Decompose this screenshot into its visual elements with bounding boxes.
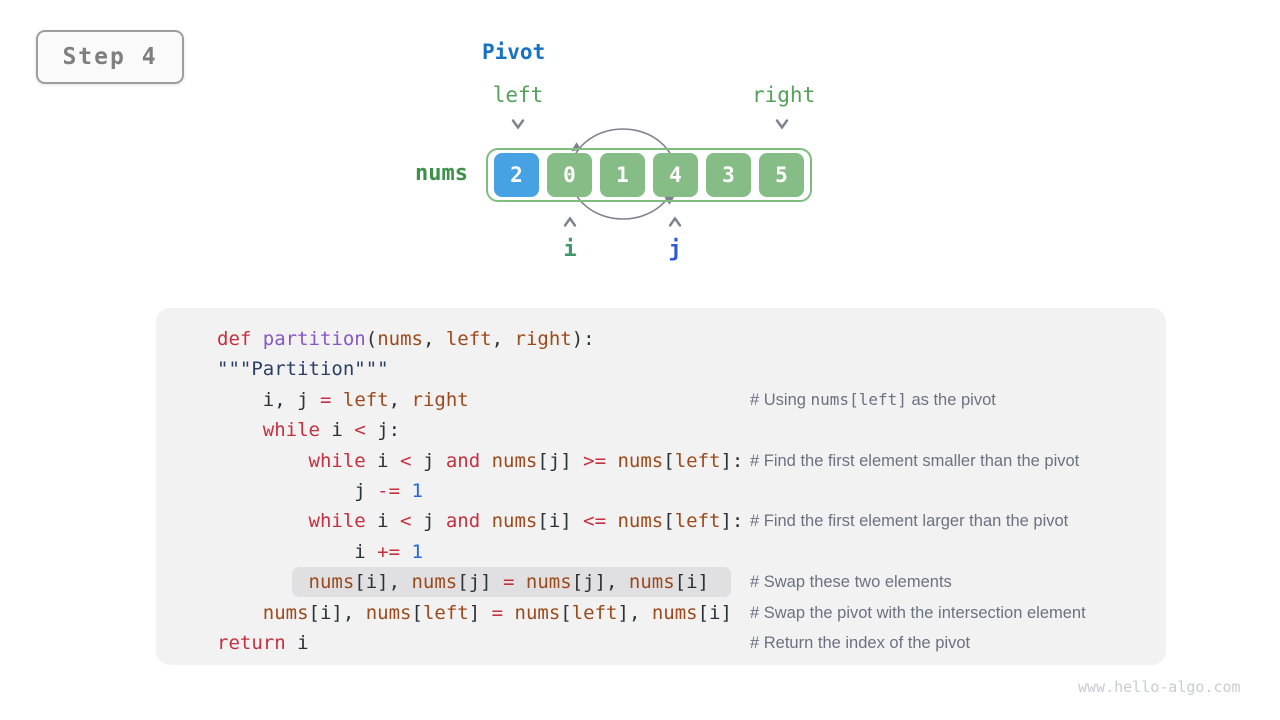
code-text: while i < j: xyxy=(262,419,401,442)
array-cell: 1 xyxy=(600,153,645,197)
highlighted-code-text: nums[i], nums[j] = nums[j], nums[i] xyxy=(291,567,731,598)
array-cell: 3 xyxy=(706,153,751,197)
code-line: i += 1 xyxy=(217,537,1166,567)
code-text: i, j = left, right xyxy=(262,388,469,411)
code-line: nums[i], nums[left] = nums[left], nums[i… xyxy=(217,598,1166,628)
code-line: while i < j: xyxy=(217,415,1166,445)
code-line: """Partition""" xyxy=(217,354,1166,384)
code-text: nums[i], nums[left] = nums[left], nums[i… xyxy=(262,601,732,624)
code-comment: # Swap these two elements xyxy=(750,573,952,592)
code-line: return i # Return the index of the pivot xyxy=(217,628,1166,658)
code-text: while i < j and nums[i] <= nums[left]: xyxy=(308,510,744,533)
code-text: i += 1 xyxy=(354,540,423,563)
left-pointer-down-arrow-icon xyxy=(511,119,525,130)
code-comment: # Swap the pivot with the intersection e… xyxy=(750,603,1086,622)
code-line: i, j = left, right # Using nums[left] as … xyxy=(217,385,1166,415)
i-pointer-label: i xyxy=(563,237,577,262)
i-pointer-up-arrow-icon xyxy=(563,216,577,227)
right-pointer-label: right xyxy=(752,83,816,107)
code-text: return i xyxy=(217,631,309,654)
j-pointer-label: j xyxy=(668,237,682,262)
array-cell-pivot: 2 xyxy=(494,153,539,197)
array-cell: 5 xyxy=(759,153,804,197)
array-cell: 4 xyxy=(653,153,698,197)
code-line: while i < j and nums[i] <= nums[left]: # … xyxy=(217,506,1166,536)
code-line: j -= 1 xyxy=(217,476,1166,506)
watermark: www.hello-algo.com xyxy=(1078,678,1241,696)
code-comment: # Find the first element larger than the… xyxy=(750,512,1069,531)
j-pointer-up-arrow-icon xyxy=(668,216,682,227)
code-text: j -= 1 xyxy=(354,479,423,502)
code-block: def partition(nums, left, right): """Part… xyxy=(156,308,1166,665)
array-cell: 0 xyxy=(547,153,592,197)
left-pointer-label: left xyxy=(492,83,544,107)
code-text: def partition(nums, left, right): xyxy=(217,328,595,350)
code-line: nums[i], nums[j] = nums[j], nums[i] # Swa… xyxy=(217,567,1166,598)
right-pointer-down-arrow-icon xyxy=(775,119,789,130)
code-comment: # Using nums[left] as the pivot xyxy=(750,389,996,409)
code-line: while i < j and nums[j] >= nums[left]: # … xyxy=(217,446,1166,476)
code-comment: # Return the index of the pivot xyxy=(750,633,971,652)
step-badge-label: Step 4 xyxy=(62,44,158,70)
pivot-label: Pivot xyxy=(482,40,546,64)
code-text: """Partition""" xyxy=(217,358,389,381)
code-line: def partition(nums, left, right): xyxy=(217,324,1166,354)
step-badge: Step 4 xyxy=(36,30,184,84)
nums-array-label: nums xyxy=(415,161,468,186)
code-comment: # Find the first element smaller than th… xyxy=(750,451,1080,470)
code-text: while i < j and nums[j] >= nums[left]: xyxy=(308,449,744,472)
